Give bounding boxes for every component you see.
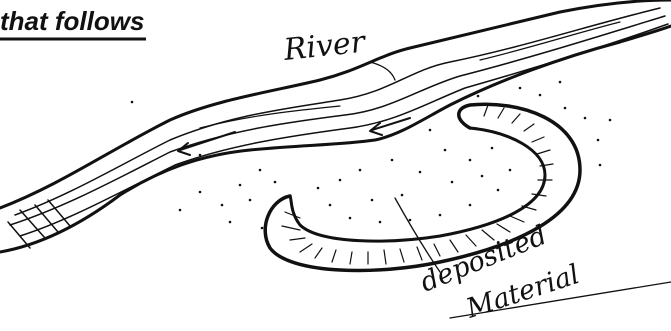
deposit-pointer-line: [395, 198, 440, 272]
diagram-heading: that follows: [0, 6, 144, 36]
label-river: River: [281, 24, 368, 68]
river-pointer-line: [370, 62, 395, 80]
sediment-dots: [131, 81, 612, 230]
